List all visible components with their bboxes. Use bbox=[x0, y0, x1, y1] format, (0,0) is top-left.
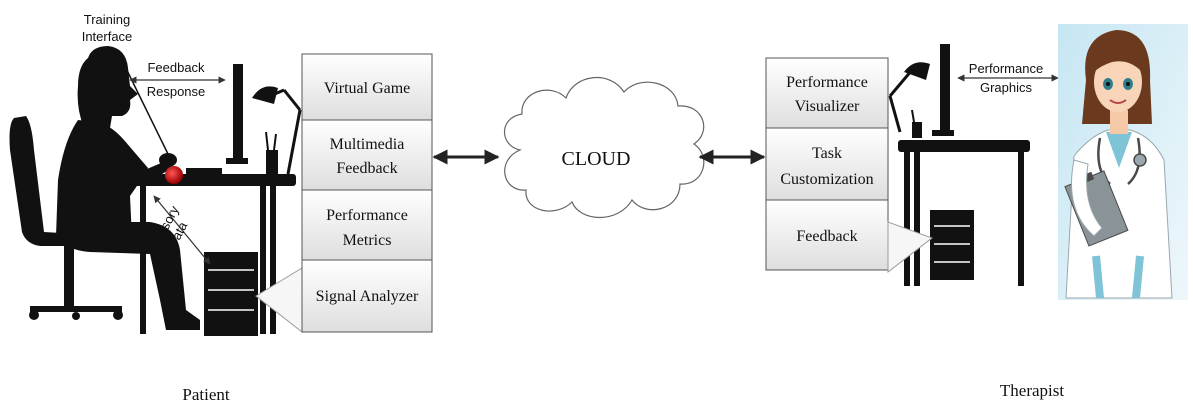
module-multimedia-feedback-label-line2: Feedback bbox=[336, 160, 397, 177]
module-performance-visualizer: Performance Visualizer bbox=[765, 57, 889, 129]
therapist-doctor-icon bbox=[1058, 24, 1188, 300]
therapist-desk-icon bbox=[898, 140, 1030, 286]
keyboard-icon bbox=[186, 168, 222, 175]
patient-workstation-illustration: Training Interface Feedback Response Sen… bbox=[9, 12, 303, 336]
therapist-pencil-cup-icon bbox=[911, 109, 922, 138]
module-signal-analyzer-label: Signal Analyzer bbox=[316, 288, 419, 305]
patient-monitor-icon bbox=[226, 64, 248, 164]
chair-icon bbox=[9, 116, 123, 320]
therapist-workstation-illustration: Performance Graphics bbox=[887, 44, 1059, 286]
patient-computer-tower-icon bbox=[204, 252, 258, 336]
module-multimedia-feedback: Multimedia Feedback bbox=[301, 119, 433, 191]
training-interface-label-line2: Interface bbox=[82, 29, 133, 44]
cloud-shape: CLOUD bbox=[504, 77, 705, 219]
therapist-computer-tower-icon bbox=[930, 210, 974, 280]
module-feedback-label: Feedback bbox=[796, 228, 857, 245]
therapist-label: Therapist bbox=[1000, 381, 1064, 400]
module-virtual-game-label: Virtual Game bbox=[324, 80, 411, 97]
feedback-response-label-line2: Response bbox=[147, 84, 206, 99]
module-task-customization-label-line1: Task bbox=[812, 145, 842, 162]
therapist-monitor-icon bbox=[932, 44, 954, 136]
performance-graphics-label-line2: Graphics bbox=[980, 80, 1033, 95]
module-task-customization: Task Customization bbox=[765, 127, 889, 201]
patient-module-stack: Virtual Game Multimedia Feedback Perform… bbox=[301, 53, 433, 333]
cloud-label: CLOUD bbox=[562, 148, 631, 170]
training-interface-pointer bbox=[117, 51, 169, 155]
module-performance-visualizer-label-line2: Visualizer bbox=[795, 98, 860, 115]
pencil-cup-icon bbox=[265, 131, 278, 174]
therapist-module-stack: Performance Visualizer Task Customizatio… bbox=[765, 57, 889, 271]
training-interface-label-line1: Training bbox=[84, 12, 130, 27]
module-multimedia-feedback-label-line1: Multimedia bbox=[330, 136, 405, 153]
feedback-callout-shape bbox=[887, 221, 934, 274]
performance-graphics-label-line1: Performance bbox=[969, 61, 1043, 76]
module-performance-metrics: Performance Metrics bbox=[301, 189, 433, 261]
therapist-desk-lamp-icon bbox=[888, 62, 930, 133]
module-performance-metrics-label-line1: Performance bbox=[326, 207, 408, 224]
module-signal-analyzer: Signal Analyzer bbox=[301, 259, 433, 333]
hand-controller-ball-icon bbox=[165, 166, 183, 184]
module-task-customization-label-line2: Customization bbox=[780, 171, 873, 188]
module-performance-metrics-label-line2: Metrics bbox=[343, 232, 392, 249]
module-feedback: Feedback bbox=[765, 199, 889, 271]
module-performance-visualizer-label-line1: Performance bbox=[786, 74, 868, 91]
patient-label: Patient bbox=[182, 385, 229, 404]
sensory-data-arrow bbox=[153, 195, 211, 265]
desk-lamp-icon bbox=[252, 86, 302, 175]
module-virtual-game: Virtual Game bbox=[301, 53, 433, 121]
feedback-response-label-line1: Feedback bbox=[147, 60, 205, 75]
